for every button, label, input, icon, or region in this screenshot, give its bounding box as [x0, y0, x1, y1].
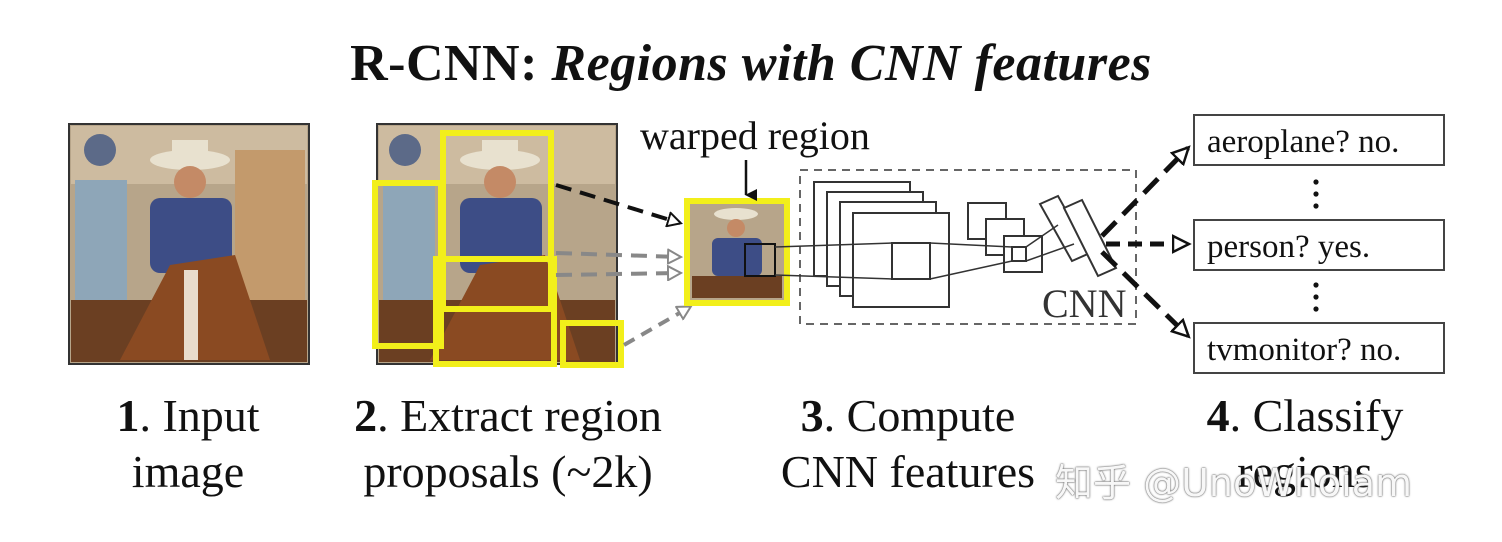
stage-4-number: 4: [1206, 390, 1230, 441]
stage-1-number: 1: [116, 390, 140, 441]
input-image: [68, 123, 310, 365]
proposal-arrows: [555, 183, 690, 347]
proposal-box-small: [560, 320, 624, 368]
stage-3-line1: . Compute: [823, 390, 1016, 441]
stage-2-line2: proposals (~2k): [363, 446, 653, 497]
stage-4-line1: . Classify: [1229, 390, 1404, 441]
stage-1-line1: . Input: [139, 390, 260, 441]
zhihu-watermark: 知乎 @UnoWhoiam: [1055, 461, 1412, 505]
warped-region-image: [684, 198, 790, 306]
diagram-title: R-CNN: Regions with CNN features: [0, 34, 1502, 93]
stage-3-number: 3: [800, 390, 824, 441]
class-box-tvmonitor: tvmonitor? no.: [1193, 322, 1445, 374]
classification-arrows: [1100, 148, 1188, 336]
cnn-layers: [813, 181, 1118, 308]
stage-4-label: 4. Classify regions: [1180, 388, 1430, 500]
stage-2-line1: . Extract region: [377, 390, 662, 441]
stage-3-line2: CNN features: [780, 446, 1036, 497]
cnn-container: [799, 169, 1137, 325]
proposal-boxes: [372, 130, 624, 368]
warped-region-label: warped region: [640, 113, 870, 158]
class-ellipsis: [1313, 179, 1319, 312]
title-main: R-CNN:: [350, 35, 552, 92]
cnn-label: CNN: [1042, 281, 1127, 326]
stage-3-label: 3. Compute CNN features: [758, 388, 1058, 500]
stage-2-label: 2. Extract region proposals (~2k): [318, 388, 698, 500]
stage-2-number: 2: [354, 390, 378, 441]
stage-4-line2: regions: [1237, 446, 1373, 497]
title-italic: Regions with CNN features: [551, 35, 1152, 92]
stage-1-label: 1. Input image: [88, 388, 288, 500]
proposal-box-left: [372, 180, 444, 349]
proposal-image: [376, 123, 618, 365]
stage-1-line2: image: [131, 446, 245, 497]
class-box-person: person? yes.: [1193, 219, 1445, 271]
class-box-aeroplane: aeroplane? no.: [1193, 114, 1445, 166]
cnn-connections: [774, 224, 1075, 280]
proposal-box-horse: [433, 256, 557, 367]
